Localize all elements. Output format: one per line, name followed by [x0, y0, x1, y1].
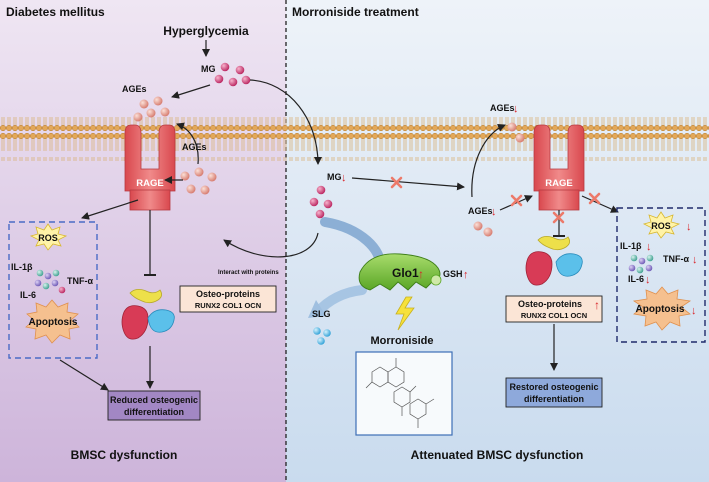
glo1-enzyme — [358, 253, 442, 291]
left-outcome-line2: differentiation — [124, 407, 184, 417]
left-tnfa-label: TNF-α — [67, 276, 93, 286]
right-inflammation-box — [616, 207, 706, 343]
right-osteo-up-arrow: ↑ — [594, 298, 600, 312]
right-ages-recycle-arrow — [471, 124, 506, 198]
left-apoptosis-burst — [25, 299, 80, 344]
left-outcome-line1: Reduced osteogenic — [110, 395, 198, 405]
right-rage-to-inflammation-arrow — [581, 195, 619, 213]
right-ros-down-arrow: ↓ — [686, 221, 692, 233]
right-ages-top-cluster — [507, 122, 525, 143]
glo1-up-arrow: ↑ — [418, 267, 424, 281]
left-inflammation-box — [8, 221, 98, 359]
left-il6-label: IL-6 — [20, 290, 36, 300]
right-protein-cluster — [525, 236, 583, 286]
right-x-mark-4 — [552, 211, 565, 224]
right-ages-mid-label: AGEs — [468, 206, 493, 216]
left-cytokine-dots — [34, 269, 66, 294]
apoptosis-to-outcome-arrow — [59, 359, 109, 391]
left-rage-label: RAGE — [136, 178, 163, 189]
glo1-label: Glo1 — [392, 266, 419, 280]
right-il6-down-arrow: ↓ — [645, 274, 651, 286]
hyperglycemia-label: Hyperglycemia — [163, 24, 249, 38]
right-x-mark-3 — [588, 192, 601, 205]
left-footer: BMSC dysfunction — [71, 448, 178, 462]
left-ages-mid-label: AGEs — [182, 142, 207, 152]
right-mg-down-arrow: ↓ — [341, 172, 347, 184]
right-mg-label: MG — [327, 172, 342, 182]
right-ros-burst — [642, 211, 681, 239]
left-protein-cluster — [121, 289, 175, 340]
right-tnfa-label: TNF-α — [663, 254, 689, 264]
cell-membrane — [0, 117, 709, 161]
left-mg-cluster — [214, 62, 251, 87]
ages-recycle-arrow — [176, 122, 199, 165]
right-apoptosis-down-arrow: ↓ — [691, 305, 697, 317]
right-ages-mid-cluster — [473, 221, 493, 237]
right-rage-label: RAGE — [545, 178, 572, 189]
left-il1b-label: IL-1β — [11, 262, 33, 272]
right-x-mark-2 — [510, 194, 523, 207]
left-osteo-title: Osteo-proteins — [196, 289, 260, 299]
left-mg-label: MG — [201, 64, 216, 74]
right-x-mark-1 — [390, 176, 403, 189]
slg-cluster — [313, 327, 331, 345]
right-title: Morroniside treatment — [292, 5, 419, 19]
gsh-label: GSH — [443, 269, 463, 279]
left-title: Diabetes mellitus — [6, 5, 105, 19]
right-il1b-label: IL-1β — [620, 241, 642, 251]
right-apoptosis-label: Apoptosis — [636, 304, 685, 315]
right-rage-receptor — [533, 124, 585, 211]
left-ages-top-label: AGEs — [122, 84, 147, 94]
mg-to-ages-arrow — [171, 84, 211, 99]
right-osteo-genes: RUNX2 COL1 OCN — [521, 311, 587, 320]
right-ages-to-rage-arrow — [499, 195, 533, 211]
right-tnfa-down-arrow: ↓ — [692, 254, 698, 266]
left-apoptosis-label: Apoptosis — [29, 317, 78, 328]
right-outcome-line1: Restored osteogenic — [509, 382, 598, 392]
right-osteo-title: Osteo-proteins — [518, 299, 582, 309]
right-ages-top-down-arrow: ↓ — [513, 103, 519, 115]
right-ages-mid-down-arrow: ↓ — [491, 206, 497, 218]
right-osteo-box — [505, 295, 603, 323]
left-outcome-box — [107, 390, 201, 421]
right-footer: Attenuated BMSC dysfunction — [411, 448, 584, 462]
interact-label: Interact with proteins — [218, 270, 279, 276]
slg-arrowhead — [308, 300, 326, 318]
left-ros-label: ROS — [38, 233, 58, 243]
right-mg-cluster — [309, 185, 333, 219]
left-ros-burst — [29, 223, 68, 251]
lightning-icon — [395, 296, 415, 331]
right-outcome-line2: differentiation — [524, 394, 584, 404]
morroniside-structure-box — [355, 351, 453, 436]
interact-arrow — [223, 232, 319, 258]
left-rage-receptor — [124, 124, 176, 211]
right-il1b-down-arrow: ↓ — [646, 241, 652, 253]
right-apoptosis-burst — [632, 286, 692, 331]
slg-label: SLG — [312, 309, 331, 319]
right-il6-label: IL-6 — [628, 274, 644, 284]
morroniside-structure-icon — [365, 358, 435, 428]
morroniside-label: Morroniside — [371, 335, 434, 347]
right-ros-label: ROS — [651, 221, 671, 231]
left-ages-mid-cluster — [180, 167, 217, 195]
right-ages-top-label: AGEs — [490, 103, 515, 113]
left-ages-top-cluster — [133, 96, 170, 122]
left-osteo-box — [179, 285, 277, 313]
left-osteo-genes: RUNX2 COL1 OCN — [195, 301, 261, 310]
gsh-up-arrow: ↑ — [463, 269, 469, 281]
right-cytokine-dots — [628, 254, 654, 274]
right-mg-to-ages-arrow — [351, 177, 465, 191]
mg-entry-arrow — [249, 79, 322, 165]
right-outcome-box — [505, 377, 603, 408]
rage-to-inflammation-arrow — [81, 199, 139, 220]
